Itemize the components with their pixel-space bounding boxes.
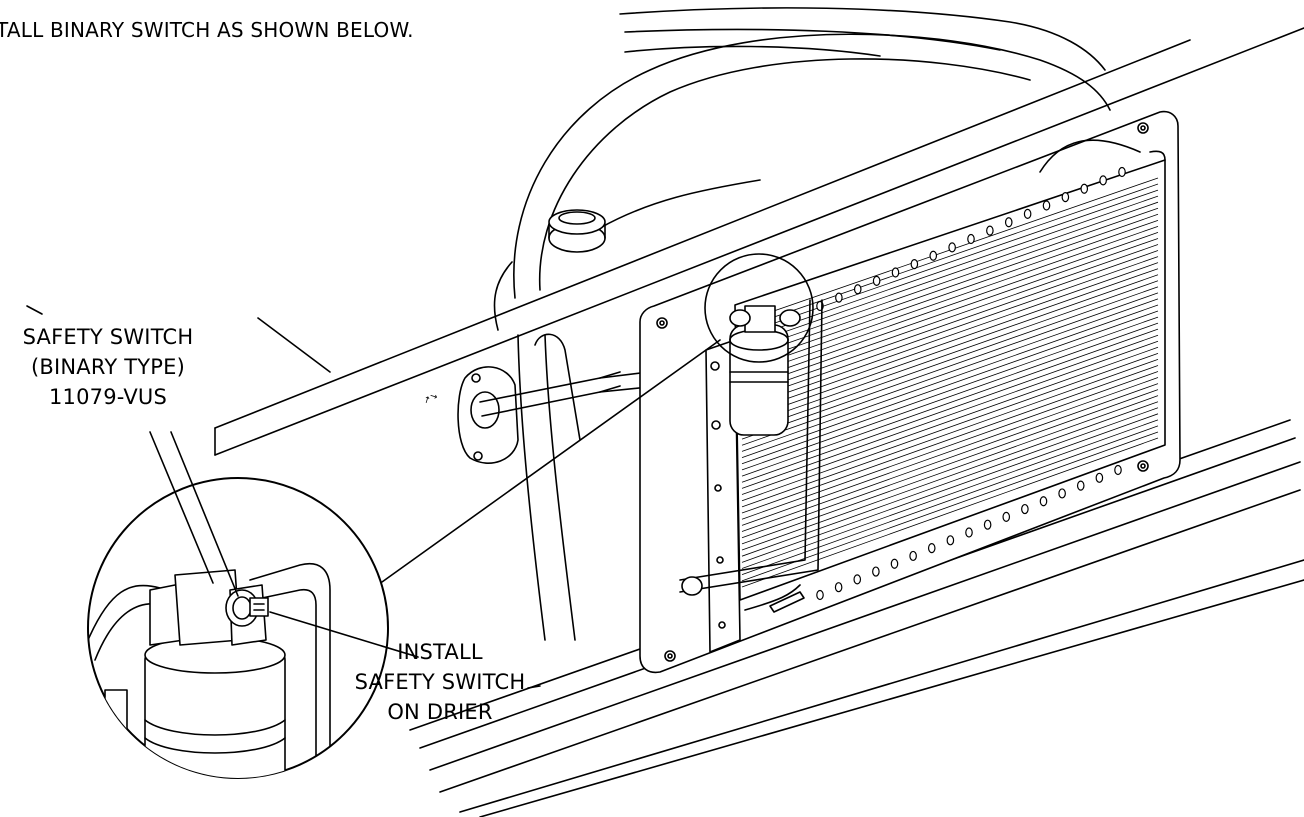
condenser-fin xyxy=(741,183,1159,329)
support-bracket xyxy=(517,333,581,641)
condenser-rivet xyxy=(1058,488,1066,499)
condenser-fin xyxy=(741,419,1159,569)
receiver-drier xyxy=(704,253,814,436)
condenser-rivet xyxy=(1076,480,1085,491)
condenser-fin xyxy=(741,401,1159,551)
condenser-fin xyxy=(741,383,1159,532)
condenser-rivet xyxy=(891,267,900,278)
condenser-rivet xyxy=(965,527,973,538)
condenser-rivet xyxy=(835,292,843,303)
instruction-text: TALL BINARY SWITCH AS SHOWN BELOW. xyxy=(0,18,414,42)
condenser-fin xyxy=(741,238,1159,385)
zoom-leader-line xyxy=(381,339,721,583)
condenser-fin xyxy=(741,328,1159,477)
condenser-rivet xyxy=(834,582,843,593)
bulkhead-fitting: ↗↘ xyxy=(422,366,519,464)
condenser-rivet xyxy=(1039,496,1048,507)
condenser-rivet xyxy=(909,550,917,562)
condenser-rivet xyxy=(946,535,955,546)
condenser-rivet xyxy=(983,519,992,530)
condenser-rivet xyxy=(1099,175,1107,186)
condenser-fin xyxy=(741,268,1159,415)
condenser-rivet xyxy=(816,589,824,601)
condenser-rivet xyxy=(986,225,994,236)
condenser-fin xyxy=(741,262,1159,409)
fan-shroud xyxy=(493,33,1111,331)
condenser-fin xyxy=(741,377,1159,526)
condenser-fin xyxy=(741,413,1159,563)
install-switch-label-line-1: INSTALL xyxy=(397,640,483,664)
condenser-core xyxy=(734,139,1166,611)
condenser-fin xyxy=(741,286,1159,434)
condenser-rivet xyxy=(1002,511,1011,522)
condenser-rivet xyxy=(1042,200,1051,211)
condenser-fin xyxy=(741,334,1159,483)
condenser-rivet xyxy=(890,558,899,569)
condenser-fin xyxy=(741,425,1159,576)
condenser-fin xyxy=(741,359,1159,508)
condenser-rivet xyxy=(1061,192,1070,203)
condenser-rivet xyxy=(853,284,862,295)
fender-outline xyxy=(619,7,1106,71)
install-switch-label-line-3: ON DRIER xyxy=(387,700,493,724)
condenser-fin xyxy=(741,225,1159,372)
condenser-fin xyxy=(741,346,1159,495)
install-switch-callout: INSTALL SAFETY SWITCH ON DRIER xyxy=(340,637,540,727)
condenser-fin xyxy=(741,292,1159,440)
condenser-fin xyxy=(741,322,1159,471)
condenser-fin xyxy=(741,219,1159,366)
install-switch-label-line-2: SAFETY SWITCH xyxy=(354,670,526,694)
condenser-fin xyxy=(741,407,1159,557)
condenser-rivet xyxy=(967,233,975,245)
condenser-rivet xyxy=(872,566,880,577)
condenser-fin xyxy=(741,437,1159,588)
condenser-fin xyxy=(741,431,1159,582)
condenser-rivet xyxy=(1021,503,1029,515)
condenser-rivet xyxy=(948,242,956,253)
condenser-fin xyxy=(741,316,1159,465)
condenser-fin xyxy=(741,340,1159,489)
condenser-fin xyxy=(741,365,1159,514)
condenser-rivet xyxy=(1023,208,1032,219)
condenser-fin xyxy=(741,298,1159,446)
condenser-fin xyxy=(741,310,1159,458)
condenser-fin xyxy=(741,207,1159,354)
condenser-rivet xyxy=(853,574,862,585)
lower-return-pipe xyxy=(679,299,823,613)
condenser-fin xyxy=(741,244,1159,391)
condenser-fin xyxy=(741,256,1159,403)
condenser-rivet xyxy=(1114,464,1122,476)
callout-leaders xyxy=(149,431,541,689)
condenser-fin xyxy=(741,304,1159,452)
condenser-rivet xyxy=(1095,472,1104,483)
condenser-rivet xyxy=(927,543,936,554)
condenser-fin xyxy=(741,189,1159,335)
condenser-fin xyxy=(741,389,1159,539)
condenser-fin xyxy=(741,352,1159,502)
condenser-fin xyxy=(741,213,1159,360)
condenser-rivet xyxy=(1118,166,1126,178)
zoom-detail-circle xyxy=(87,477,389,779)
condenser-rivet xyxy=(929,250,938,261)
condenser-fin xyxy=(741,250,1159,397)
condenser-rivet xyxy=(910,259,919,270)
safety-switch-part-number: 11079-VUS xyxy=(48,385,168,409)
safety-switch-callout: SAFETY SWITCH (BINARY TYPE) 11079-VUS xyxy=(2,322,214,412)
radiator-cap xyxy=(548,209,606,253)
safety-switch-label-line-1: SAFETY SWITCH xyxy=(22,325,194,349)
condenser-fin xyxy=(741,395,1159,545)
condenser-fin xyxy=(741,232,1159,378)
condenser-rivet xyxy=(1004,217,1013,228)
condenser-fin xyxy=(741,371,1159,520)
condenser-rivet xyxy=(1080,183,1089,194)
condenser-fin xyxy=(741,195,1159,341)
svg-text:↗↘: ↗↘ xyxy=(422,391,440,407)
condenser-rivet xyxy=(872,275,881,286)
condenser-fin xyxy=(741,280,1159,428)
condenser-fin xyxy=(741,274,1159,421)
safety-switch-label-line-2: (BINARY TYPE) xyxy=(31,355,185,379)
